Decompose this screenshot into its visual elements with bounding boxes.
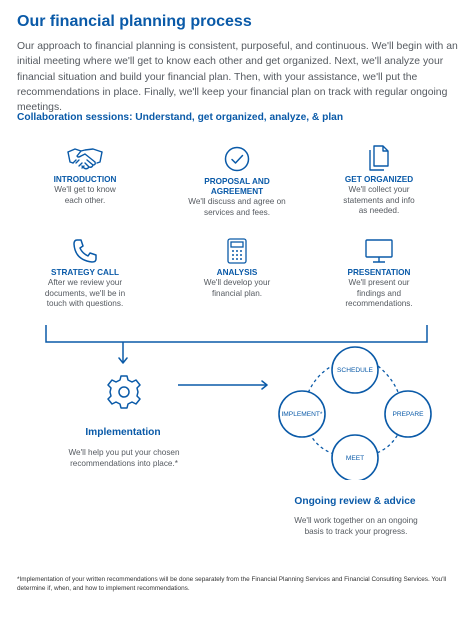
step-presentation: PRESENTATION We'll present our findings …	[314, 232, 444, 310]
collaboration-heading: Collaboration sessions: Understand, get …	[17, 112, 344, 123]
circle-label-implement: IMPLEMENT*	[281, 411, 323, 418]
step-desc: We'll present our findings and recommend…	[345, 278, 413, 308]
implementation-desc: We'll help you put your chosen recommend…	[68, 448, 180, 468]
step-label: INTRODUCTION	[53, 175, 117, 184]
phone-icon	[20, 232, 150, 264]
schedule-circle	[331, 346, 379, 394]
arrow-right-head	[261, 380, 268, 390]
ongoing-cycle	[278, 346, 432, 480]
ongoing-desc: We'll work together on an ongoing basis …	[294, 516, 418, 536]
step-desc: We'll discuss and agree on services and …	[188, 197, 286, 217]
circle-label-meet: MEET	[345, 455, 365, 462]
checkmark-circle-icon	[172, 140, 302, 172]
step-label: PROPOSAL AND AGREEMENT	[204, 177, 270, 196]
meet-circle	[331, 434, 379, 480]
step-desc: We'll develop your financial plan.	[203, 278, 271, 298]
handshake-icon	[20, 140, 150, 172]
implement-circle	[278, 390, 326, 438]
circle-label-prepare: PREPARE	[392, 411, 424, 418]
intro-paragraph: Our approach to financial planning is co…	[17, 41, 458, 114]
arrow-down-head	[118, 357, 128, 364]
step-desc: We'll collect your statements and info a…	[343, 185, 415, 215]
step-proposal: PROPOSAL AND AGREEMENT We'll discuss and…	[172, 140, 302, 218]
documents-icon	[314, 140, 444, 172]
step-get-organized: GET ORGANIZED We'll collect your stateme…	[314, 140, 444, 217]
footnote: *Implementation of your written recommen…	[17, 576, 447, 592]
step-label: GET ORGANIZED	[344, 175, 414, 184]
step-analysis: ANALYSIS We'll develop your financial pl…	[172, 232, 302, 299]
step-desc: We'll get to know each other.	[54, 185, 116, 205]
step-strategy-call: STRATEGY CALL After we review your docum…	[20, 232, 150, 310]
page-title: Our financial planning process	[17, 13, 252, 30]
implementation-title: Implementation	[85, 427, 161, 438]
gear-icon	[106, 374, 142, 415]
circle-label-schedule: SCHEDULE	[337, 367, 373, 374]
step-label: STRATEGY CALL	[51, 268, 119, 277]
step-label: PRESENTATION	[347, 268, 411, 277]
prepare-circle	[384, 390, 432, 438]
step-desc: After we review your documents, we'll be…	[44, 278, 126, 308]
step-introduction: INTRODUCTION We'll get to know each othe…	[20, 140, 150, 206]
monitor-icon	[314, 232, 444, 264]
ongoing-title: Ongoing review & advice	[294, 496, 416, 507]
bracket-line	[45, 325, 428, 343]
calculator-icon	[172, 232, 302, 264]
step-label: ANALYSIS	[216, 268, 258, 277]
